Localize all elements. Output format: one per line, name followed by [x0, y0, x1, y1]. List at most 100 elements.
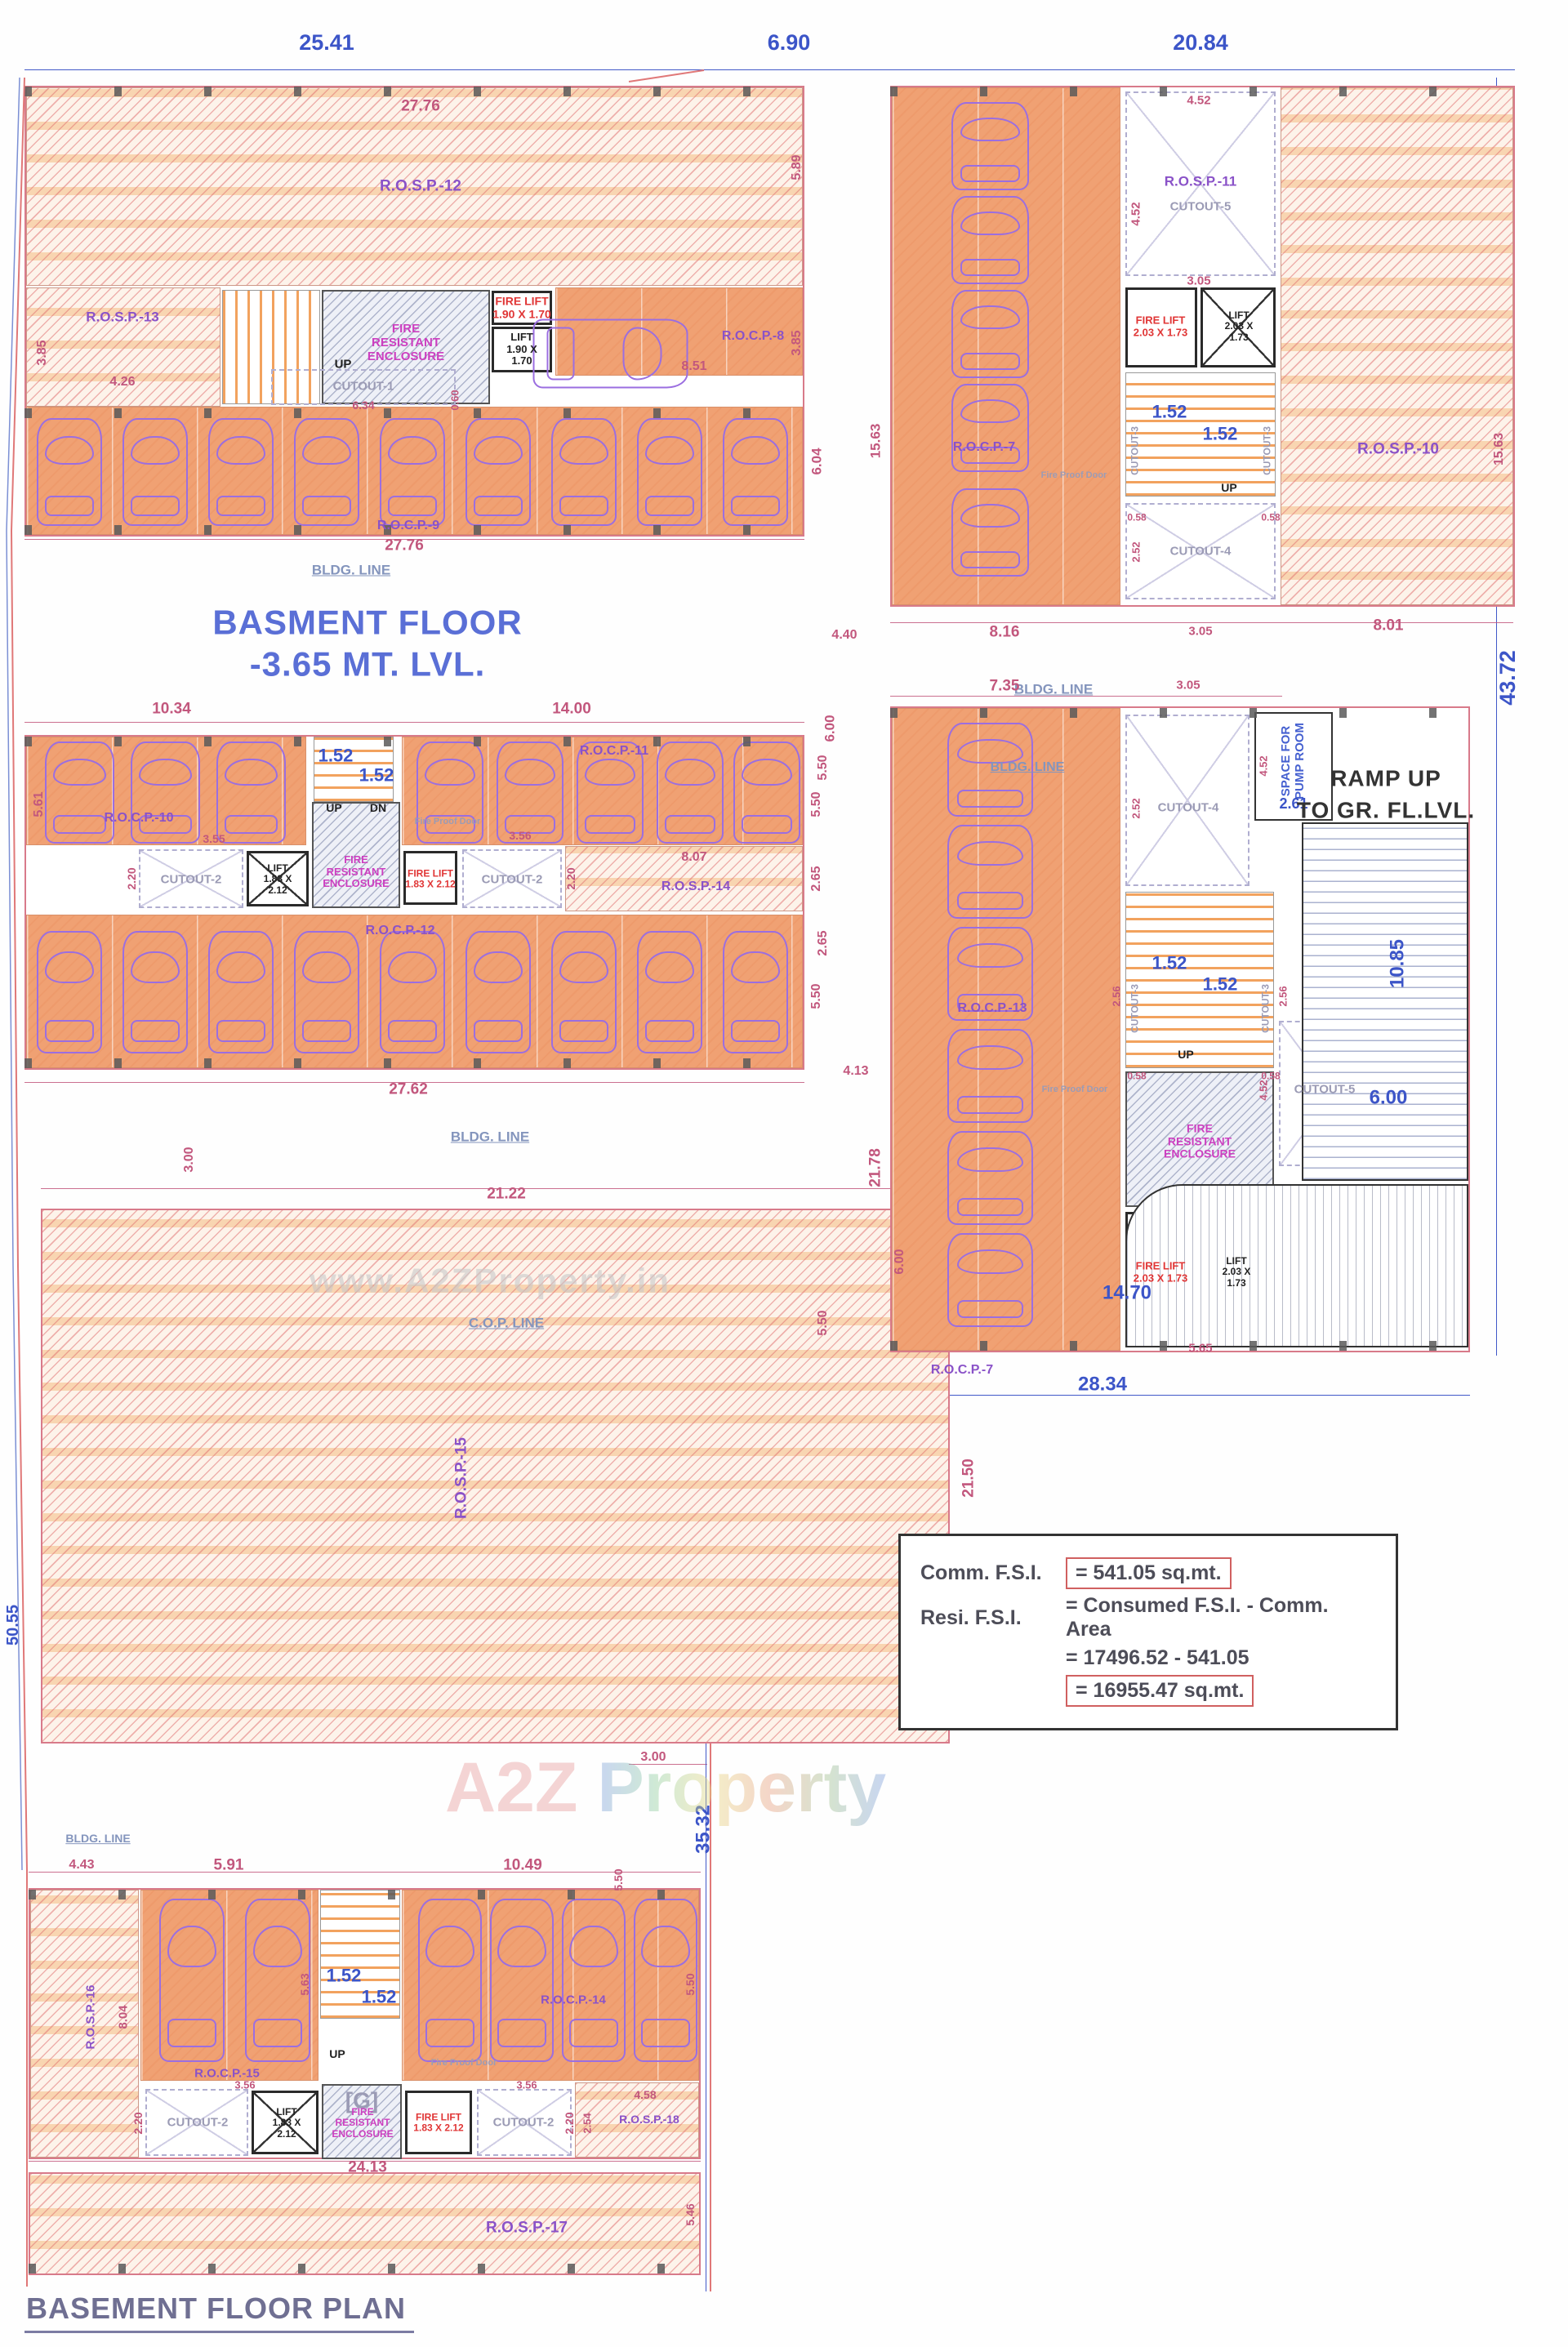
dim-ur-816: 8.16: [989, 623, 1020, 641]
label-enclosure-ml: FIRE RESISTANT ENCLOSURE: [323, 853, 390, 890]
area-rosp14: [565, 846, 803, 911]
dim-hatch-2122: 21.22: [487, 1185, 526, 1203]
dim-cutout1-h: 0.60: [448, 390, 461, 411]
label-copline: C.O.P. LINE: [468, 1315, 545, 1331]
dim-ml-550a: 5.50: [809, 791, 824, 817]
car-icon: [947, 1233, 1033, 1327]
label-up-ur: UP: [1221, 481, 1237, 495]
car-icon: [947, 927, 1033, 1021]
label-cutout5-ur: CUTOUT-5: [1169, 199, 1232, 214]
label-bldgline-ul: BLDG. LINE: [311, 562, 391, 578]
dim-b-152b: 1.52: [361, 1986, 397, 2007]
column-ticks: [24, 525, 804, 535]
label-up-ml: UP: [326, 801, 342, 815]
fsi-resi-label: Resi. F.S.I.: [920, 1605, 1022, 1629]
label-rosp13: R.O.S.P.-13: [86, 309, 159, 325]
dim-ur-452-top: 4.52: [1187, 93, 1211, 108]
dim-b-563: 5.63: [298, 1973, 312, 1996]
dim-b-550d: 5.50: [684, 1973, 697, 1996]
car-icon: [37, 931, 102, 1053]
fire-lift-middle-left: [403, 851, 457, 905]
label-enclosure-ul: FIRE RESISTANT ENCLOSURE: [367, 321, 445, 363]
enclosure-middle-left: [312, 802, 400, 908]
dim-ml-550b: 5.50: [809, 983, 824, 1009]
cutout2-d: [477, 2089, 572, 2156]
dim-top-left: 25.41: [299, 29, 354, 55]
label-pumproom: SPACE FOR PUMP ROOM: [1279, 723, 1307, 799]
dim-ur-252: 2.52: [1129, 541, 1143, 563]
dim-mr-305: 3.05: [1176, 678, 1200, 693]
label-lift-mr: LIFT 2.03 X 1.73: [1222, 1254, 1251, 1289]
car-icon: [577, 742, 644, 844]
dim-b-356b: 3.56: [516, 2078, 537, 2091]
stairs-middle-right: [1125, 892, 1274, 1068]
dim-gap-385: 3.85: [790, 330, 804, 356]
label-bldgline-mr: BLDG. LINE: [990, 760, 1065, 775]
dim-line-mr-top: [890, 696, 1282, 697]
label-lift-b: LIFT 1.83 X 2.12: [272, 2105, 301, 2140]
lift-upper-right: [1200, 287, 1276, 367]
label-rosp11: R.O.S.P.-11: [1164, 173, 1237, 189]
dim-ur-058b: 0.58: [1261, 511, 1281, 523]
dim-ml-300: 3.00: [182, 1147, 197, 1173]
dim-rocp8: 8.51: [681, 359, 707, 374]
stairs-middle-left: [314, 737, 394, 802]
label-fpd-ur: Fire Proof Door: [1040, 470, 1107, 480]
label-firelift-ul: FIRE LIFT 1.90 X 1.70: [492, 294, 551, 320]
dim-mr-265b: 2.65: [816, 930, 831, 956]
column-ticks: [890, 1341, 1470, 1351]
label-bldgline-ur: BLDG. LINE: [1013, 681, 1094, 697]
car-icon: [418, 1899, 482, 2062]
dim-ur-152a: 1.52: [1152, 401, 1187, 422]
area-rocp10: [26, 737, 306, 845]
label-g: [G]: [345, 2087, 379, 2113]
label-rampup-1: RAMP UP: [1330, 765, 1441, 791]
column-ticks: [890, 708, 1470, 718]
label-up-ul: UP: [334, 357, 352, 372]
dim-ur-305b: 3.05: [1188, 624, 1213, 639]
area-rosp16: [30, 1890, 139, 2158]
fsi-resi-line3: = 16955.47 sq.mt.: [1066, 1675, 1254, 1707]
label-cutout2-a: CUTOUT-2: [160, 872, 222, 887]
label-enclosure-mr: FIRE RESISTANT ENCLOSURE: [1164, 1121, 1236, 1160]
lift-middle-left: [247, 851, 309, 906]
dim-b-2413: 24.13: [348, 2158, 387, 2176]
fsi-resi-line1: = Consumed F.S.I. - Comm. Area: [1066, 1594, 1329, 1641]
stairs-upper-right: [1125, 372, 1276, 497]
dim-b-443: 4.43: [69, 1858, 95, 1873]
dim-line-right: [1496, 78, 1497, 1356]
dim-b-804: 8.04: [116, 2005, 131, 2029]
dim-line-2122: [41, 1188, 950, 1189]
label-rocp8: R.O.C.P.-8: [721, 329, 785, 344]
car-icon: [947, 1029, 1033, 1123]
cutout2-a: [139, 849, 243, 908]
fsi-resi-line2: = 17496.52 - 541.05: [1066, 1646, 1250, 1669]
label-rocp9: R.O.C.P.-9: [376, 519, 440, 533]
ramp-runout: [1125, 1184, 1468, 1347]
cutout1-outline: [271, 369, 456, 405]
dim-rosp13-h: 3.85: [35, 340, 50, 366]
car-icon: [951, 102, 1029, 190]
label-rocp11: R.O.C.P.-11: [579, 744, 649, 759]
dim-mr-2178: 21.78: [866, 1148, 884, 1187]
car-icon: [380, 931, 445, 1053]
dim-mr-152b: 1.52: [1202, 973, 1238, 995]
dim-top-mid: 6.90: [767, 29, 811, 55]
dim-ml-220b: 2.20: [564, 867, 578, 890]
car-icon: [208, 931, 274, 1053]
pump-room: [1254, 712, 1333, 821]
dim-ur-305: 3.05: [1187, 274, 1211, 288]
lift-bottom: [252, 2091, 318, 2154]
dim-hatch-2150: 21.50: [960, 1459, 978, 1498]
column-ticks: [24, 1058, 804, 1068]
column-ticks: [24, 737, 804, 746]
label-cutout3-ur-r: CUTOUT-3: [1261, 426, 1273, 475]
label-enclosure-b: FIRE RESISTANT ENCLOSURE: [332, 2105, 394, 2140]
dim-b-546: 5.46: [684, 2203, 697, 2226]
car-icon: [951, 488, 1029, 577]
dim-line-top: [24, 69, 1515, 70]
car-icon: [637, 418, 702, 526]
enclosure-upper-left: [322, 290, 490, 404]
car-icon: [122, 931, 188, 1053]
